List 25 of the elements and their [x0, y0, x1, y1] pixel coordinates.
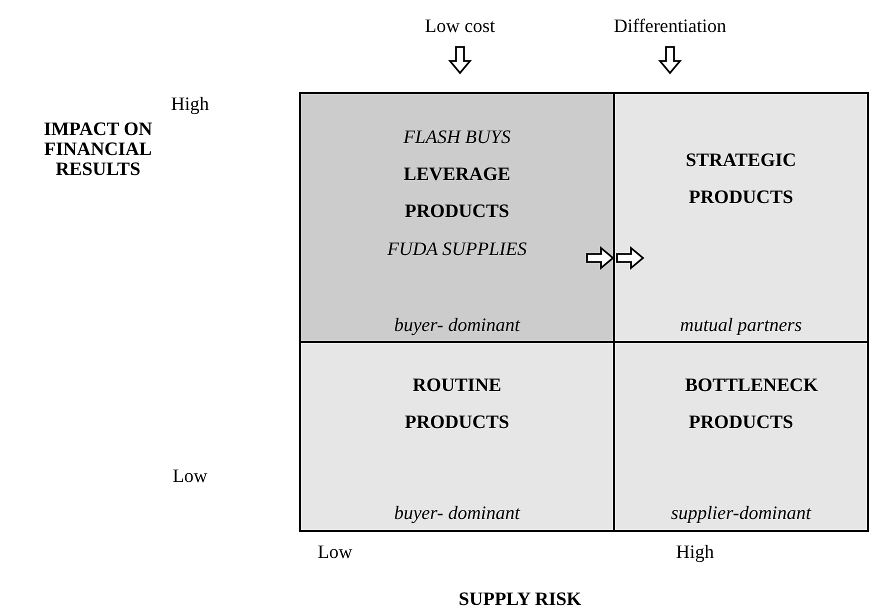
example-text: buyer- dominant — [393, 314, 522, 338]
axis-level-label: High — [675, 543, 715, 563]
axis-level-label: Low — [172, 467, 208, 487]
quadrant-box — [300, 93, 614, 342]
quadrant-title: ROUTINE PRODUCTS — [404, 374, 510, 435]
example-text: FLASH BUYS — [402, 126, 512, 150]
quadrant-box — [300, 342, 614, 531]
example-text: FUDA SUPPLIES — [386, 238, 528, 262]
strategy-label: Differentiation — [600, 14, 740, 40]
block-arrow — [658, 46, 682, 74]
block-arrow — [586, 246, 644, 270]
axis-level-label: High — [170, 95, 210, 115]
quadrant-title: STRATEGIC PRODUCTS — [684, 149, 798, 210]
example-text: buyer- dominant — [393, 502, 522, 526]
strategy-label: Low cost — [410, 14, 510, 40]
quadrant-box — [614, 342, 868, 531]
example-text: supplier-dominant — [670, 502, 812, 526]
axis-title: IMPACT ON FINANCIAL RESULTS — [42, 120, 154, 180]
quadrant-title: LEVERAGE PRODUCTS — [402, 163, 512, 224]
axis-level-label: Low — [316, 543, 354, 563]
quadrant-title: BOTTLENECK PRODUCTS — [684, 374, 820, 435]
axis-title: SUPPLY RISK — [458, 590, 582, 610]
example-text: mutual partners — [679, 314, 803, 338]
quadrant-box — [614, 93, 868, 342]
block-arrow — [448, 46, 472, 74]
